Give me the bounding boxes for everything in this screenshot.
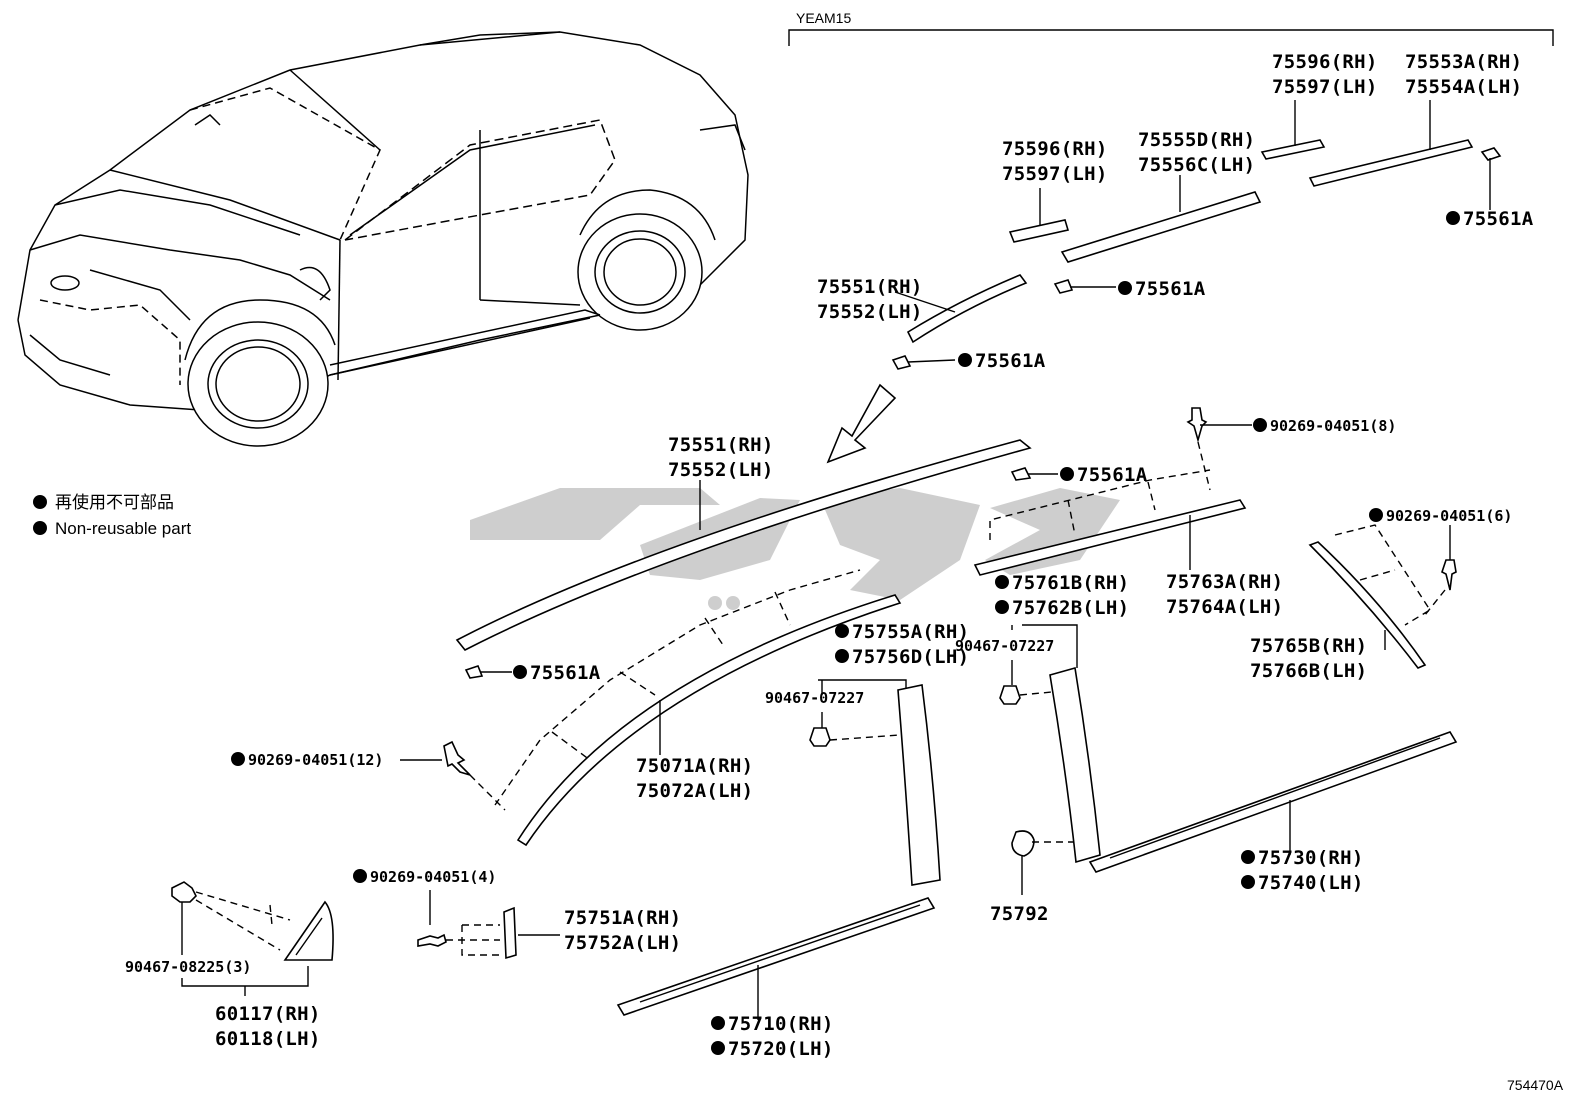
clip-90269-6: 90269-04051(6) <box>1369 507 1512 616</box>
label-75765b-rh: 75765B(RH) <box>1250 635 1367 657</box>
header-bracket: YEAM15 <box>788 10 1554 46</box>
clip-75561a-4: 75561A <box>1010 464 1148 486</box>
label-75071a-rh: 75071A(RH) <box>636 755 753 777</box>
clip-75561a-5: 75561A <box>464 662 601 684</box>
label-75740-lh: 75740(LH) <box>1258 872 1364 894</box>
part-75596-top: 75596(RH) 75597(LH) <box>1260 51 1378 160</box>
part-75551-lower: 75551(RH) 75552(LH) <box>455 434 1032 652</box>
part-75071a: 75071A(RH) 75072A(LH) <box>494 569 902 847</box>
part-75765b: 75765B(RH) 75766B(LH) <box>1250 524 1431 682</box>
label-75556c-lh: 75556C(LH) <box>1138 154 1255 176</box>
figure-id: 754470A <box>1507 1077 1564 1093</box>
part-75730: 75730(RH) 75740(LH) <box>1088 731 1458 894</box>
label-75751a-rh: 75751A(RH) <box>564 907 681 929</box>
part-75755a: 75755A(RH) 75756D(LH) 90467-07227 <box>765 621 969 886</box>
label-75596-rh: 75596(RH) <box>1002 138 1108 160</box>
clip-90269-8: 90269-04051(8) <box>1186 407 1396 491</box>
label-75756d-lh: 75756D(LH) <box>852 646 969 668</box>
label-90269-8: 90269-04051(8) <box>1270 417 1396 435</box>
label-75561a-5: 75561A <box>530 662 601 684</box>
watermark-logo <box>470 488 1120 610</box>
label-60118-lh: 60118(LH) <box>215 1028 321 1050</box>
clip-75561a-1: 75561A <box>1446 147 1534 230</box>
label-75561a-3: 75561A <box>975 350 1046 372</box>
label-75555d-rh: 75555D(RH) <box>1138 129 1255 151</box>
label-75766b-lh: 75766B(LH) <box>1250 660 1367 682</box>
label-90467-07227-b: 90467-07227 <box>955 637 1054 655</box>
part-75751a: 90269-04051(4) 75751A(RH) 75752A(LH) <box>353 868 681 960</box>
label-90467-07227-a: 90467-07227 <box>765 689 864 707</box>
label-75710-rh: 75710(RH) <box>728 1013 834 1035</box>
part-75710: 75710(RH) 75720(LH) <box>616 897 936 1060</box>
label-75730-rh: 75730(RH) <box>1258 847 1364 869</box>
label-75755a-rh: 75755A(RH) <box>852 621 969 643</box>
label-90269-12: 90269-04051(12) <box>248 751 383 769</box>
part-75596: 75596(RH) 75597(LH) <box>1002 138 1108 243</box>
header-code: YEAM15 <box>796 10 851 26</box>
label-60117-rh: 60117(RH) <box>215 1003 321 1025</box>
part-75553a: 75553A(RH) 75554A(LH) <box>1308 51 1522 187</box>
label-75552-lh-b: 75552(LH) <box>668 459 774 481</box>
label-75761b-rh: 75761B(RH) <box>1012 572 1129 594</box>
direction-arrow <box>826 383 897 464</box>
part-75763a: 75763A(RH) 75764A(LH) <box>973 469 1283 618</box>
label-75764a-lh: 75764A(LH) <box>1166 596 1283 618</box>
label-75597-lh: 75597(LH) <box>1002 163 1108 185</box>
label-75554a-lh: 75554A(LH) <box>1405 76 1522 98</box>
label-75561a-1: 75561A <box>1463 208 1534 230</box>
part-75761b: 75761B(RH) 75762B(LH) <box>995 572 1129 619</box>
legend-line2: Non-reusable part <box>55 519 191 538</box>
vehicle-illustration <box>17 31 749 447</box>
legend-line1: 再使用不可部品 <box>55 492 174 512</box>
label-75561a-2: 75561A <box>1135 278 1206 300</box>
part-75555d: 75555D(RH) 75556C(LH) <box>1060 129 1262 263</box>
clip-75561a-2: 75561A <box>1053 278 1206 300</box>
clip-90269-12: 90269-04051(12) <box>231 740 506 811</box>
legend: 再使用不可部品 Non-reusable part <box>33 492 191 538</box>
label-75752a-lh: 75752A(LH) <box>564 932 681 954</box>
label-90269-6: 90269-04051(6) <box>1386 507 1512 525</box>
part-c-pillar: 90467-07227 75792 <box>955 624 1101 925</box>
label-75552-lh-a: 75552(LH) <box>817 301 923 323</box>
label-75597-lh-top: 75597(LH) <box>1272 76 1378 98</box>
label-75561a-4: 75561A <box>1077 464 1148 486</box>
label-75763a-rh: 75763A(RH) <box>1166 571 1283 593</box>
part-75551-upper: 75551(RH) 75552(LH) <box>817 274 1028 344</box>
label-75553a-rh: 75553A(RH) <box>1405 51 1522 73</box>
label-75720-lh: 75720(LH) <box>728 1038 834 1060</box>
label-75762b-lh: 75762B(LH) <box>1012 597 1129 619</box>
label-75792: 75792 <box>990 903 1049 925</box>
part-60117: 90467-08225(3) 60117(RH) 60118(LH) <box>125 881 334 1050</box>
label-90467-08225: 90467-08225(3) <box>125 958 251 976</box>
clip-75561a-3: 75561A <box>891 350 1046 372</box>
label-75551-rh-b: 75551(RH) <box>668 434 774 456</box>
label-75596-rh-top: 75596(RH) <box>1272 51 1378 73</box>
label-75551-rh-a: 75551(RH) <box>817 276 923 298</box>
label-75072a-lh: 75072A(LH) <box>636 780 753 802</box>
label-90269-4: 90269-04051(4) <box>370 868 496 886</box>
